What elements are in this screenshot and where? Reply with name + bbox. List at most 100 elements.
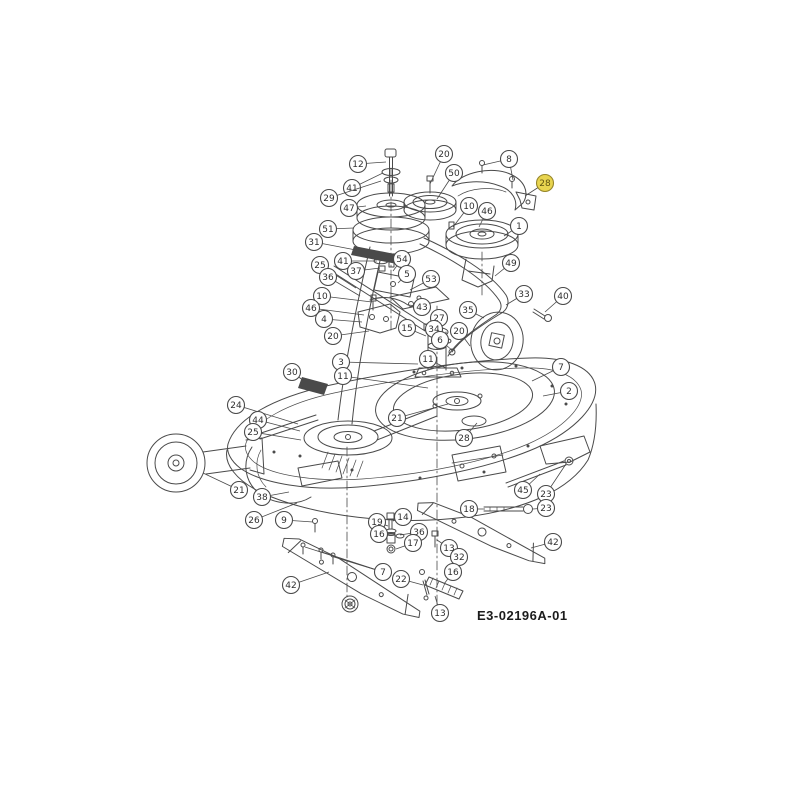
callout-number: 8 — [506, 155, 512, 165]
callout-circle — [459, 499, 479, 519]
callout-35[interactable]: 35 — [458, 300, 485, 320]
callout-21[interactable]: 21 — [387, 403, 449, 428]
callout-8[interactable]: 8 — [482, 149, 519, 181]
callout-circle — [403, 533, 423, 553]
callout-15[interactable]: 15 — [397, 318, 427, 338]
callout-28-highlighted[interactable]: 28 — [524, 173, 555, 197]
callout-number: 1 — [516, 222, 522, 232]
callout-circle — [477, 201, 497, 221]
callout-number: 22 — [395, 575, 406, 585]
callout-number: 47 — [343, 204, 354, 214]
callout-leader-line — [235, 404, 299, 425]
callout-number: 33 — [518, 290, 529, 300]
belt-cover — [451, 160, 537, 211]
callout-number: 6 — [437, 336, 443, 346]
callout-circle — [412, 297, 432, 317]
callout-number: 21 — [233, 486, 244, 496]
callout-circle — [459, 196, 479, 216]
callout-number: 25 — [247, 428, 258, 438]
callout-46[interactable]: 46 — [301, 298, 365, 318]
callout-28[interactable]: 28 — [454, 422, 478, 448]
callout-circle — [274, 510, 294, 530]
callout-circle — [418, 349, 438, 369]
callout-41[interactable]: 41 — [342, 172, 384, 198]
callout-number: 36 — [322, 273, 334, 283]
deck-shell — [226, 357, 597, 521]
callout-circle — [434, 144, 454, 164]
callout-5[interactable]: 5 — [397, 264, 417, 284]
callout-38[interactable]: 38 — [252, 487, 290, 507]
callout-circle — [333, 366, 353, 386]
callout-circle — [391, 569, 411, 589]
callout-17[interactable]: 17 — [395, 533, 423, 553]
callout-22[interactable]: 22 — [391, 569, 424, 589]
callout-number: 11 — [422, 355, 433, 365]
callout-53[interactable]: 53 — [409, 269, 441, 291]
callout-31[interactable]: 31 — [304, 232, 357, 252]
callout-21[interactable]: 21 — [202, 472, 249, 500]
callout-46[interactable]: 46 — [477, 201, 497, 228]
callout-16[interactable]: 16 — [443, 562, 463, 585]
callout-43[interactable]: 43 — [408, 297, 432, 317]
callout-circle — [421, 269, 441, 289]
callout-number: 5 — [404, 270, 410, 280]
callout-circle — [226, 395, 246, 415]
callout-12[interactable]: 12 — [348, 154, 387, 174]
callout-25[interactable]: 25 — [243, 422, 302, 442]
callout-7[interactable]: 7 — [304, 546, 393, 582]
callout-18[interactable]: 18 — [459, 499, 486, 519]
callout-23[interactable]: 23 — [532, 498, 556, 518]
callout-3[interactable]: 3 — [331, 352, 419, 372]
callout-9[interactable]: 9 — [274, 510, 314, 530]
callout-14[interactable]: 14 — [392, 507, 413, 527]
callout-1[interactable]: 1 — [503, 216, 529, 237]
callout-number: 30 — [286, 368, 298, 378]
callout-2[interactable]: 2 — [542, 381, 579, 401]
callout-33[interactable]: 33 — [505, 284, 534, 306]
callout-41[interactable]: 41 — [333, 251, 378, 271]
callout-29[interactable]: 29 — [319, 180, 382, 208]
callout-10[interactable]: 10 — [452, 196, 479, 228]
callout-10[interactable]: 10 — [312, 286, 373, 306]
callout-11[interactable]: 11 — [333, 366, 429, 389]
callout-number: 45 — [517, 486, 528, 496]
spindle-bolt-and-shaft — [381, 148, 401, 197]
callout-circle — [312, 286, 332, 306]
callout-6[interactable]: 6 — [430, 330, 454, 352]
callout-49[interactable]: 49 — [494, 253, 521, 277]
callout-number: 13 — [434, 609, 445, 619]
callout-number: 31 — [308, 238, 319, 248]
callout-42[interactable]: 42 — [281, 571, 330, 595]
callout-circle — [346, 261, 366, 281]
callout-51[interactable]: 51 — [318, 219, 355, 239]
callout-20[interactable]: 20 — [323, 326, 370, 346]
callout-36[interactable]: 36 — [318, 267, 361, 297]
callout-13[interactable]: 13 — [430, 595, 450, 623]
callout-number: 38 — [256, 493, 268, 503]
callout-24[interactable]: 24 — [226, 395, 299, 425]
callout-20[interactable]: 20 — [449, 321, 471, 347]
callout-50[interactable]: 50 — [436, 163, 464, 200]
callout-37[interactable]: 37 — [346, 261, 381, 281]
callout-number: 3 — [338, 358, 344, 368]
callout-number: 27 — [433, 314, 444, 324]
callout-circle — [318, 219, 338, 239]
callout-40[interactable]: 40 — [544, 286, 573, 313]
callout-42[interactable]: 42 — [530, 532, 563, 552]
callout-number: 20 — [438, 150, 450, 160]
callout-4[interactable]: 4 — [314, 309, 363, 329]
callout-16[interactable]: 16 — [369, 524, 389, 544]
callout-circle — [397, 318, 417, 338]
callout-number: 54 — [396, 255, 408, 265]
callout-11[interactable]: 11 — [418, 349, 447, 369]
callout-45[interactable]: 45 — [513, 473, 541, 500]
callout-23[interactable]: 23 — [536, 463, 567, 504]
callout-30[interactable]: 30 — [282, 362, 305, 382]
callout-circle — [535, 173, 555, 193]
callout-circle — [458, 300, 478, 320]
callout-7[interactable]: 7 — [531, 357, 571, 382]
callout-20[interactable]: 20 — [429, 144, 454, 185]
callout-26[interactable]: 26 — [244, 502, 298, 530]
callout-47[interactable]: 47 — [339, 198, 367, 218]
